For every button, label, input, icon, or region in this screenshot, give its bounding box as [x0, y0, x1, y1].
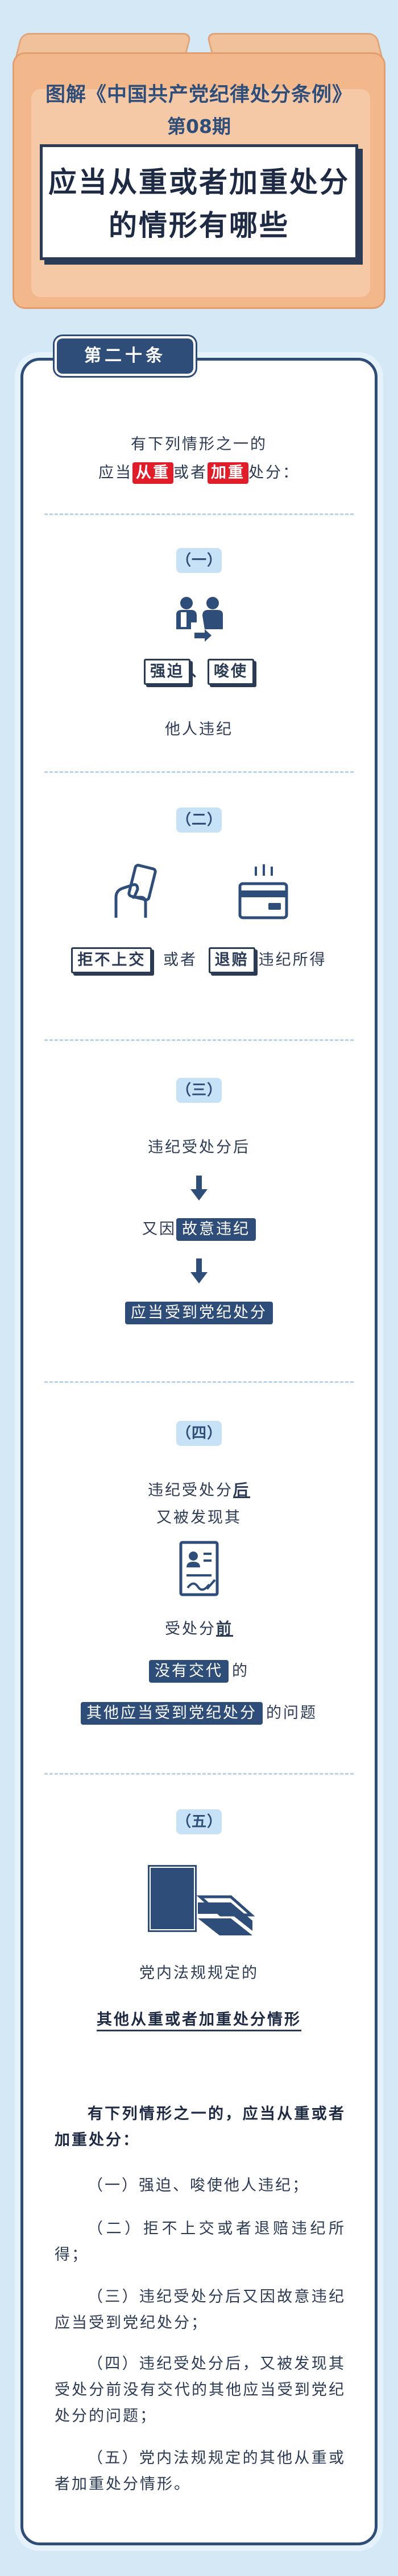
- tag-should-be-punished: 应当受到党纪处分: [125, 1302, 273, 1324]
- section-2-mid: 或者: [163, 951, 197, 969]
- tag-not-confessed: 没有交代: [149, 1660, 229, 1683]
- section-2-post: 违纪所得: [258, 951, 327, 969]
- tag-separator: 、: [190, 663, 208, 680]
- two-people-pushing-icon: [176, 597, 223, 642]
- main-title-line2: 的情形有哪些: [109, 209, 289, 242]
- intro-line1: 有下列情形之一的: [131, 436, 267, 453]
- tag-coerce: 强迫: [144, 659, 190, 685]
- main-title-box: 应当从重或者加重处分 的情形有哪些: [40, 144, 358, 260]
- section-1-tags: 强迫、唆使: [0, 659, 398, 685]
- tag-instigate: 唆使: [208, 659, 254, 685]
- intro-pre: 应当: [98, 464, 132, 482]
- section-3-line2: 又因故意违纪: [0, 1216, 398, 1241]
- section-4-line4-post: 的: [232, 1662, 249, 1680]
- document-certificate-icon: [179, 1541, 219, 1596]
- tag-refund: 退赔: [208, 947, 255, 973]
- summary-item-3: （三）违纪受处分后又因故意违纪应当受到党纪处分；: [55, 2288, 346, 2332]
- main-title-line1: 应当从重或者加重处分: [48, 166, 350, 199]
- section-2-text: 拒不上交 或者 退赔违纪所得: [0, 947, 398, 973]
- section-4-after: 后: [233, 1482, 250, 1499]
- section-2-number: （二）: [176, 808, 222, 833]
- section-5-number: （五）: [176, 1809, 222, 1834]
- tag-refuse-hand-over: 拒不上交: [71, 947, 152, 973]
- section-4-line5-post: 的问题: [266, 1704, 317, 1722]
- article-label: 第二十条: [57, 338, 193, 374]
- divider: [44, 1039, 354, 1041]
- divider: [44, 771, 354, 773]
- article-card: [20, 358, 378, 2545]
- intro-post: 处分：: [248, 464, 300, 482]
- series-title: 图解《中国共产党纪律处分条例》: [45, 83, 353, 106]
- main-title: 应当从重或者加重处分 的情形有哪些: [43, 161, 355, 247]
- section-4-before: 前: [216, 1620, 233, 1638]
- tag-other-issues: 其他应当受到党纪处分: [81, 1702, 263, 1725]
- arrow-down-icon: [190, 1258, 208, 1283]
- divider: [44, 1381, 354, 1383]
- books-icon: [148, 1865, 255, 1935]
- section-4-line5: 其他应当受到党纪处分的问题: [0, 1700, 398, 1725]
- divider: [44, 513, 354, 515]
- issue-number: 第08期: [167, 115, 231, 137]
- section-5-line2: 其他从重或者加重处分情形: [0, 2007, 398, 2031]
- section-1-number: （一）: [176, 548, 222, 573]
- summary-item-1: （一）强迫、唆使他人违纪；: [88, 2177, 309, 2194]
- divider: [44, 1773, 354, 1775]
- wallet-card-icon: [238, 864, 288, 919]
- section-3-line1: 违纪受处分后: [148, 1139, 250, 1156]
- tag-intentional-violation: 故意违纪: [176, 1218, 256, 1241]
- section-4-number: （四）: [176, 1421, 222, 1446]
- intro-highlight-heavier: 从重: [132, 462, 173, 484]
- section-4-line2: 又被发现其: [156, 1509, 242, 1527]
- intro-mid: 或者: [173, 464, 208, 482]
- section-5-line1: 党内法规规定的: [139, 1964, 259, 1982]
- section-4-line3: 受处分前: [0, 1616, 398, 1638]
- intro-highlight-aggravated: 加重: [208, 462, 248, 484]
- section-5-line2-text: 其他从重或者加重处分情形: [97, 2011, 301, 2031]
- section-1-text: 他人违纪: [165, 721, 233, 738]
- section-3-line3: 应当受到党纪处分: [0, 1302, 398, 1324]
- summary-item-5: （五）党内法规规定的其他从重或者加重处分情形。: [55, 2449, 346, 2493]
- section-4-line1-pre: 违纪受处分: [148, 1482, 233, 1499]
- hand-holding-card-icon: [114, 864, 157, 918]
- section-4-line3-pre: 受处分: [165, 1620, 216, 1638]
- section-4-line4: 没有交代的: [0, 1658, 398, 1683]
- summary-item-4: （四）违纪受处分后，又被发现其受处分前没有交代的其他应当受到党纪处分的问题；: [55, 2355, 346, 2425]
- section-3-number: （三）: [176, 1078, 222, 1103]
- intro-line2: 应当从重或者加重处分：: [0, 460, 398, 484]
- summary-item-2: （二）拒不上交或者退赔违纪所得；: [55, 2220, 346, 2264]
- section-4-line1: 违纪受处分后: [0, 1478, 398, 1500]
- arrow-down-icon: [190, 1176, 208, 1201]
- summary-heading: 有下列情形之一的，应当从重或者加重处分：: [55, 2105, 346, 2149]
- section-3-line2-pre: 又因: [142, 1220, 176, 1238]
